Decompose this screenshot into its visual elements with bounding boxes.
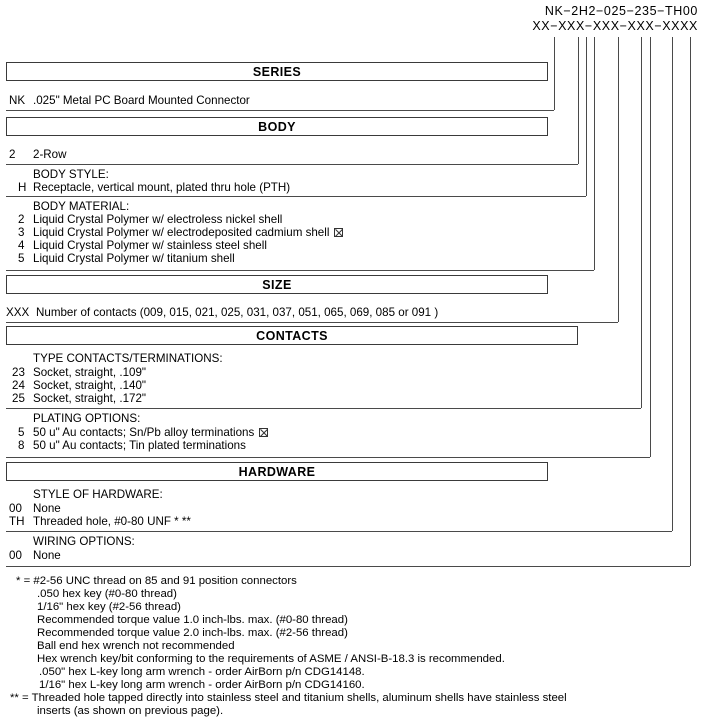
option-row-selected: Liquid Crystal Polymer w/ electrodeposit… [33, 226, 344, 239]
checked-box-icon [259, 428, 269, 437]
option-text: Liquid Crystal Polymer w/ stainless stee… [33, 239, 267, 252]
bracket-series-bottom [6, 110, 554, 111]
bracket-size-riser [618, 48, 619, 322]
option-code: 2 [9, 148, 16, 161]
footnote-line: .050 hex key (#0-80 thread) [37, 588, 177, 600]
option-text: Threaded hole, #0-80 UNF * ** [33, 515, 191, 528]
bracket-wiring-bottom [6, 566, 690, 567]
part-number-template: XX−XXX−XXX−XXX−XXXX [532, 19, 698, 33]
field-tick-3 [586, 37, 587, 48]
option-text: 2-Row [33, 148, 67, 161]
bracket-body-material-riser [594, 48, 595, 270]
option-code: 24 [12, 379, 25, 392]
footnote-line: Hex wrench key/bit conforming to the req… [37, 653, 505, 665]
bracket-wiring-riser [690, 48, 691, 566]
part-number-header: NK−2H2−025−235−TH00 XX−XXX−XXX−XXX−XXXX [532, 4, 698, 34]
option-text: Socket, straight, .109" [33, 366, 147, 379]
option-code: 2 [18, 213, 25, 226]
bracket-series-riser [554, 48, 555, 110]
group-label-type-contacts: TYPE CONTACTS/TERMINATIONS: [33, 352, 223, 365]
field-tick-9 [690, 37, 691, 48]
bracket-plating-bottom [6, 457, 650, 458]
option-code: XXX [6, 306, 30, 319]
option-code: H [18, 181, 27, 194]
footnote-line: .050" hex L-key long arm wrench - order … [39, 666, 365, 678]
option-text: .025" Metal PC Board Mounted Connector [33, 94, 250, 107]
option-text: Socket, straight, .140" [33, 379, 147, 392]
option-text: None [33, 549, 61, 562]
option-code: 3 [18, 226, 25, 239]
option-text: Liquid Crystal Polymer w/ electrodeposit… [33, 226, 330, 239]
bracket-hardware-style-riser [672, 48, 673, 531]
checked-box-icon [334, 228, 344, 237]
group-label-wiring-options: WIRING OPTIONS: [33, 535, 135, 548]
option-code: NK [9, 94, 26, 107]
footnote-line: 1/16" hex L-key long arm wrench - order … [39, 679, 365, 691]
option-text: None [33, 502, 61, 515]
bracket-type-contacts-bottom [6, 408, 641, 409]
option-text: Liquid Crystal Polymer w/ titanium shell [33, 252, 235, 265]
option-row-selected: 50 u" Au contacts; Sn/Pb alloy terminati… [33, 426, 269, 439]
option-code: 5 [18, 252, 25, 265]
option-text: Socket, straight, .172" [33, 392, 147, 405]
bracket-size-bottom [6, 322, 618, 323]
option-code: 00 [9, 502, 22, 515]
section-header-body: BODY [6, 117, 548, 136]
option-text: Receptacle, vertical mount, plated thru … [33, 181, 291, 194]
part-number-example: NK−2H2−025−235−TH00 [544, 4, 698, 18]
bracket-body-style-bottom [6, 196, 586, 197]
bracket-body-riser [578, 48, 579, 164]
bracket-plating-riser [650, 48, 651, 457]
field-tick-2 [578, 37, 579, 48]
option-text: Liquid Crystal Polymer w/ electroless ni… [33, 213, 283, 226]
group-label-style-of-hardware: STYLE OF HARDWARE: [33, 488, 163, 501]
group-label-body-style: BODY STYLE: [33, 168, 109, 181]
footnote-line: Ball end hex wrench not recommended [37, 640, 235, 652]
option-code: 00 [9, 549, 22, 562]
field-tick-1 [554, 37, 555, 48]
group-label-plating-options: PLATING OPTIONS: [33, 412, 141, 425]
option-code: 4 [18, 239, 25, 252]
footnote-line: inserts (as shown on previous page). [37, 705, 224, 717]
bracket-hardware-style-bottom [6, 531, 672, 532]
footnote-line: Recommended torque value 2.0 inch-lbs. m… [37, 627, 348, 639]
field-tick-7 [650, 37, 651, 48]
section-header-series: SERIES [6, 62, 548, 81]
field-tick-8 [672, 37, 673, 48]
field-tick-5 [618, 37, 619, 48]
field-tick-6 [641, 37, 642, 48]
bracket-body-row-bottom [6, 164, 578, 165]
bracket-type-contacts-riser [641, 48, 642, 408]
option-code: 5 [18, 426, 25, 439]
bracket-body-style-riser [586, 48, 587, 196]
section-header-hardware: HARDWARE [6, 462, 548, 481]
option-code: 23 [12, 366, 25, 379]
option-text: 50 u" Au contacts; Sn/Pb alloy terminati… [33, 426, 255, 439]
footnote-line: 1/16" hex key (#2-56 thread) [37, 601, 181, 613]
group-label-body-material: BODY MATERIAL: [33, 200, 130, 213]
field-tick-4 [594, 37, 595, 48]
footnote-line: ** = Threaded hole tapped directly into … [10, 692, 567, 704]
option-code: 25 [12, 392, 25, 405]
section-header-size: SIZE [6, 275, 548, 294]
footnote-line: * = #2-56 UNC thread on 85 and 91 positi… [16, 575, 297, 587]
footnote-line: Recommended torque value 1.0 inch-lbs. m… [37, 614, 348, 626]
section-header-contacts: CONTACTS [6, 326, 578, 345]
option-text: Number of contacts (009, 015, 021, 025, … [36, 306, 439, 319]
option-code: 8 [18, 439, 25, 452]
option-code: TH [9, 515, 25, 528]
bracket-body-material-bottom [6, 270, 594, 271]
option-text: 50 u" Au contacts; Tin plated terminatio… [33, 439, 246, 452]
